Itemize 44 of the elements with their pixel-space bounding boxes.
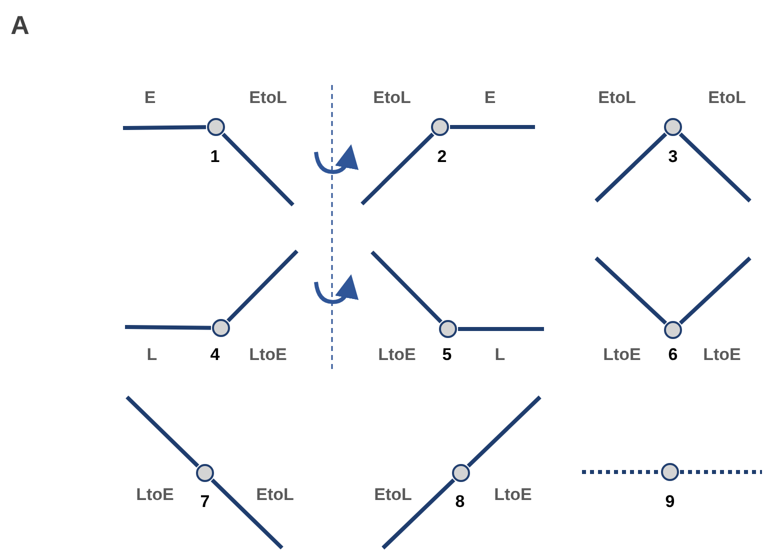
connector-line xyxy=(210,478,284,550)
segment-label: LtoE xyxy=(378,345,416,365)
connector-line xyxy=(360,132,434,206)
segment-label: LtoE xyxy=(249,345,287,365)
connector-line xyxy=(124,325,212,330)
node-number: 7 xyxy=(200,492,210,512)
segment-label: EtoL xyxy=(373,88,411,108)
segment-label: LtoE xyxy=(136,485,174,505)
connector-line xyxy=(594,256,668,325)
segment-label: E xyxy=(144,88,156,108)
connector-line xyxy=(466,396,542,468)
connector-line xyxy=(594,132,668,202)
segment-label: L xyxy=(494,345,506,365)
panel-letter: A xyxy=(10,15,30,35)
connector-line xyxy=(450,125,535,129)
connector-line xyxy=(582,470,660,474)
segment-label: LtoE xyxy=(703,345,741,365)
node-number: 1 xyxy=(210,147,220,167)
connector-line xyxy=(382,478,456,550)
connector-line xyxy=(226,250,298,322)
segment-label: EtoL xyxy=(256,485,294,505)
connector-line xyxy=(458,327,544,331)
connector-line xyxy=(678,132,752,202)
segment-label: E xyxy=(484,88,496,108)
segment-label: EtoL xyxy=(708,88,746,108)
connector-line xyxy=(678,256,752,325)
node-number: 8 xyxy=(455,492,465,512)
connector-line xyxy=(370,250,442,324)
segment-label: LtoE xyxy=(494,485,532,505)
connector-line xyxy=(122,125,206,130)
node-number: 6 xyxy=(668,345,678,365)
node-number: 2 xyxy=(437,147,447,167)
segment-label: EtoL xyxy=(598,88,636,108)
connector-line xyxy=(126,396,200,468)
segment-label: EtoL xyxy=(249,88,287,108)
segment-label: L xyxy=(146,345,158,365)
node-number: 9 xyxy=(665,492,675,512)
segment-label: LtoE xyxy=(603,345,641,365)
node-number: 3 xyxy=(668,147,678,167)
segment-label: EtoL xyxy=(374,485,412,505)
node-number: 4 xyxy=(210,345,220,365)
connector-line xyxy=(680,470,762,474)
connector-line xyxy=(222,132,294,206)
node-number: 5 xyxy=(442,345,452,365)
